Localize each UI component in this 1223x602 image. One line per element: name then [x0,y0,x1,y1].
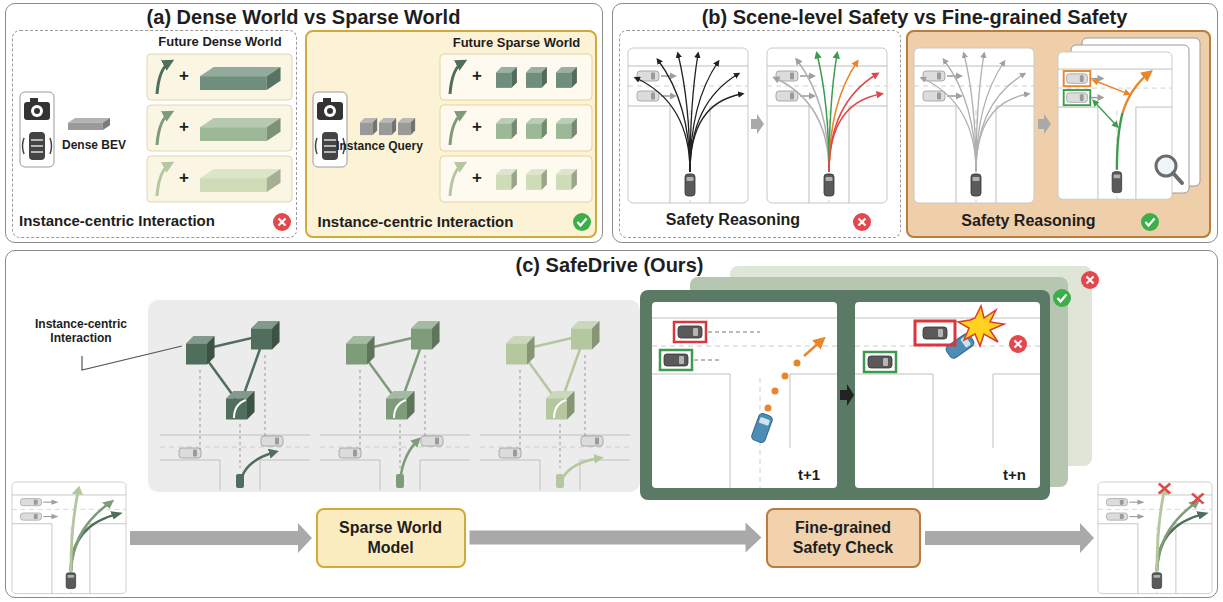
comparison-box: Safety Reasoning [619,30,901,238]
panel: (c) SafeDrive (Ours) Sparse World Model Fi… [5,250,1218,598]
node-fill [619,30,901,238]
process-label: Fine-grained Safety Check [776,518,910,556]
scene-level-illustration [628,48,887,231]
process-box: Sparse World Model [316,508,466,568]
plus-sign: + [469,117,485,137]
instance-interaction-illustration [82,300,640,492]
flow-arrow [470,523,762,553]
scene-after [1098,482,1212,594]
box-heading: Future Sparse World [440,36,594,51]
node-fill [316,508,466,568]
comparison-box: Safety Reasoning [906,30,1211,238]
plus-sign: + [176,66,192,86]
fine-grained-illustration [914,38,1200,231]
node-fill [305,30,597,238]
component-label: Instance Query [330,140,430,154]
component-label: Dense BEV [49,139,139,153]
node-fill [5,3,603,243]
time-label: t+1 [798,466,832,483]
panel-title: (c) SafeDrive (Ours) [420,254,800,277]
panel-title: (a) Dense World vs Sparse World [5,6,603,29]
node-fill [766,508,921,568]
scene-before [12,482,126,594]
verdict-label: Safety Reasoning [618,211,848,229]
flow-arrow [130,523,1094,553]
panel-title: (b) Scene-level Safety vs Fine-grained S… [612,6,1218,29]
node-fills [5,3,1218,598]
panel: (b) Scene-level Safety vs Fine-grained S… [612,3,1218,243]
callout-label: Instance-centric Interaction [16,318,146,346]
comparison-box: Future Dense WorldDense BEV Instance-cent… [12,30,297,238]
verdict-label: Instance-centric Interaction [19,212,269,229]
process-box: Fine-grained Safety Check [766,508,921,568]
process-label: Sparse World Model [326,518,455,556]
node-fill [906,30,1211,238]
panel: (a) Dense World vs Sparse WorldFuture De… [5,3,603,243]
plus-sign: + [176,168,192,188]
time-label: t+n [1003,466,1037,483]
node-fill [612,3,1218,243]
verdict-label: Instance-centric Interaction [318,213,568,230]
plus-sign: + [469,66,485,86]
box-heading: Future Dense World [146,35,294,50]
sparse-world-illustration [313,54,592,231]
plus-sign: + [469,168,485,188]
dense-world-illustration [20,54,292,231]
verdict-label: Safety Reasoning [920,212,1138,230]
node-fill [12,30,297,238]
safety-check-illustration [640,266,1099,500]
comparison-box: Future Sparse WorldInstance QueryInstanc… [305,30,597,238]
plus-sign: + [176,117,192,137]
node-fill [5,250,1218,598]
